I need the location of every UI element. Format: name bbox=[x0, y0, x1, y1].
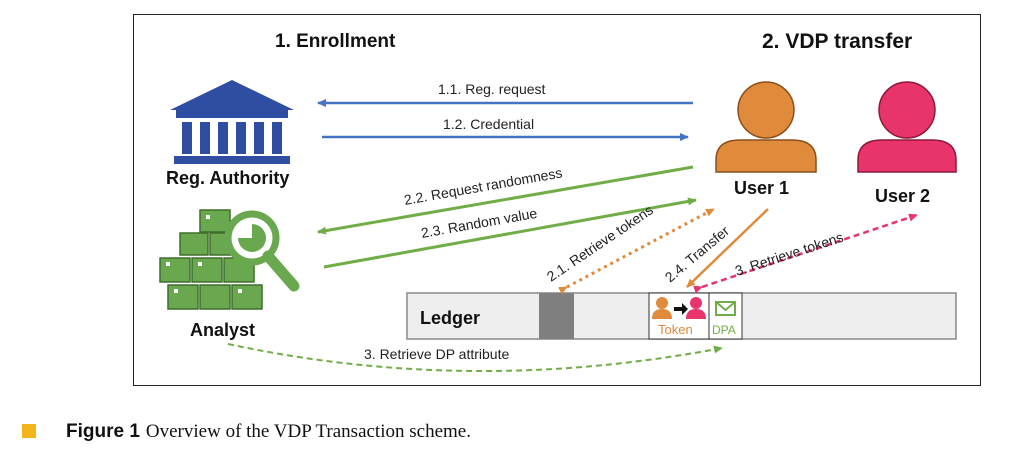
figure-frame bbox=[133, 14, 981, 386]
ledger-label: Ledger bbox=[420, 308, 480, 328]
caption-label: Figure 1 bbox=[66, 421, 140, 442]
request-randomness-arrow bbox=[317, 165, 694, 235]
ledger-block bbox=[539, 293, 574, 339]
user-icon bbox=[715, 81, 817, 173]
analyst-icon bbox=[159, 209, 300, 310]
user1-label: User 1 bbox=[734, 178, 789, 198]
section-title-vdp-transfer: 2. VDP transfer bbox=[762, 30, 912, 53]
bank-icon bbox=[170, 80, 294, 164]
envelope-icon bbox=[715, 301, 736, 316]
reg-request-label: 1.1. Reg. request bbox=[438, 81, 546, 97]
caption-marker bbox=[22, 424, 36, 438]
reg-authority-label: Reg. Authority bbox=[166, 168, 289, 188]
caption-text: Overview of the VDP Transaction scheme. bbox=[145, 421, 471, 442]
vdp-diagram: 1. Enrollment 2. VDP transfer Reg. Autho… bbox=[159, 30, 957, 373]
section-title-enrollment: 1. Enrollment bbox=[275, 31, 396, 52]
token-label: Token bbox=[658, 322, 693, 337]
dpa-label: DPA bbox=[712, 323, 736, 337]
credential-label: 1.2. Credential bbox=[443, 116, 534, 132]
token-cell bbox=[648, 292, 710, 340]
user2-label: User 2 bbox=[875, 186, 930, 206]
retrieve-tokens-user2-arrow bbox=[693, 213, 918, 294]
user-icon bbox=[857, 81, 957, 173]
retrieve-dp-attribute-label: 3. Retrieve DP attribute bbox=[364, 346, 509, 362]
analyst-label: Analyst bbox=[190, 320, 255, 340]
